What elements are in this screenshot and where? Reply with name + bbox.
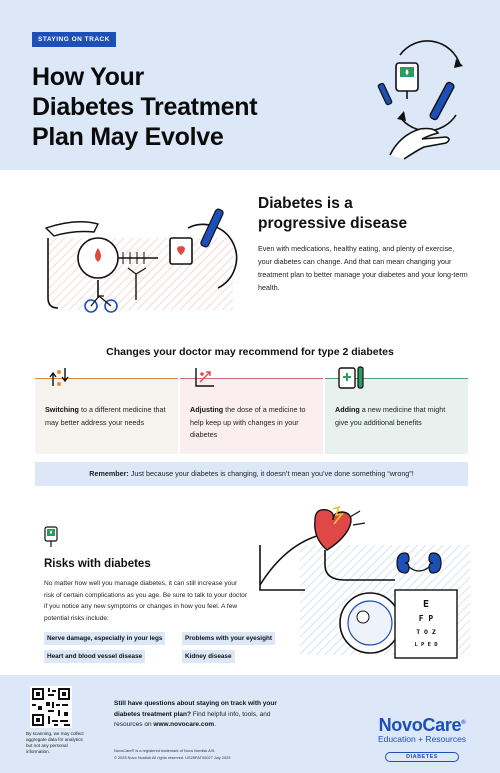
eye-chart-row-2: F P bbox=[419, 614, 434, 623]
card-background bbox=[180, 378, 323, 454]
scan-note: By scanning, we may collect aggregate da… bbox=[26, 731, 84, 754]
swap-pills-icon bbox=[49, 368, 69, 386]
add-medicine-icon bbox=[338, 366, 364, 389]
risk-item: Kidney disease bbox=[182, 650, 235, 663]
footer-question: Still have questions about staying on tr… bbox=[114, 700, 277, 718]
glucose-monitoring-illustration-icon bbox=[44, 208, 238, 313]
eye-chart-row-3: T O Z bbox=[416, 628, 436, 636]
card-text: Switching to a different medicine that m… bbox=[45, 405, 166, 427]
logo-badge: DIABETES bbox=[385, 752, 459, 762]
risks-title: Risks with diabetes bbox=[44, 558, 151, 570]
remember-text: Just because your diabetes is changing, … bbox=[128, 469, 414, 478]
page-title: How Your Diabetes Treatment Plan May Evo… bbox=[32, 62, 312, 152]
copyright-note: © 2025 Novo Nordisk All rights reserved.… bbox=[114, 755, 231, 760]
title-line-1: How Your bbox=[32, 63, 144, 91]
card-text: Adjusting the dose of a medicine to help… bbox=[190, 405, 306, 439]
remember-banner: Remember: Just because your diabetes is … bbox=[35, 462, 468, 486]
risk-item: Nerve damage, especially in your legs bbox=[44, 632, 166, 645]
iv-bag-icon bbox=[44, 526, 58, 547]
progressive-body: Even with medications, healthy eating, a… bbox=[258, 244, 468, 292]
progressive-title-line-1: Diabetes is a bbox=[258, 195, 353, 212]
section-tag: STAYING ON TRACK bbox=[32, 32, 116, 47]
change-card-adding: Adding a new medicine that might give yo… bbox=[325, 364, 468, 454]
novocare-link[interactable]: www.novocare.com bbox=[153, 721, 215, 728]
logo-brand: NovoCare® bbox=[378, 715, 466, 735]
title-line-3: Plan May Evolve bbox=[32, 123, 224, 151]
footer-help-end: . bbox=[214, 721, 217, 728]
hand-medication-illustration-icon bbox=[377, 40, 463, 160]
risks-body: No matter how well you manage diabetes, … bbox=[44, 580, 248, 622]
risk-item: Heart and blood vessel disease bbox=[44, 650, 146, 663]
card-background bbox=[35, 378, 178, 454]
title-line-2: Diabetes Treatment bbox=[32, 93, 258, 121]
remember-label: Remember: bbox=[89, 469, 129, 478]
eye-chart-row-4: L P E D bbox=[414, 642, 438, 648]
risks-illustration-icon: E F P T O Z L P E D bbox=[259, 505, 470, 659]
footer-band bbox=[0, 675, 500, 773]
trademark-note: NovoCare® is a registered trademark of N… bbox=[114, 748, 216, 753]
progressive-title-line-2: progressive disease bbox=[258, 215, 408, 232]
footer-message: Still have questions about staying on tr… bbox=[114, 699, 289, 731]
card-text: Adding a new medicine that might give yo… bbox=[335, 405, 446, 427]
qr-code-icon[interactable] bbox=[30, 686, 72, 728]
novocare-logo: NovoCare® Education + Resources DIABETES bbox=[372, 714, 472, 763]
adjust-dose-icon bbox=[195, 368, 214, 387]
risk-item: Problems with your eyesight bbox=[182, 632, 276, 645]
card-background bbox=[325, 378, 468, 454]
progressive-title: Diabetes is a progressive disease bbox=[258, 194, 468, 234]
changes-title: Changes your doctor may recommend for ty… bbox=[106, 346, 394, 358]
footer-help-text: Find helpful info, tools, and resources … bbox=[114, 710, 271, 729]
change-card-switching: Switching to a different medicine that m… bbox=[35, 364, 178, 454]
change-card-adjusting: Adjusting the dose of a medicine to help… bbox=[180, 364, 323, 454]
eye-chart-row-1: E bbox=[423, 599, 429, 610]
logo-subtitle: Education + Resources bbox=[377, 734, 467, 744]
